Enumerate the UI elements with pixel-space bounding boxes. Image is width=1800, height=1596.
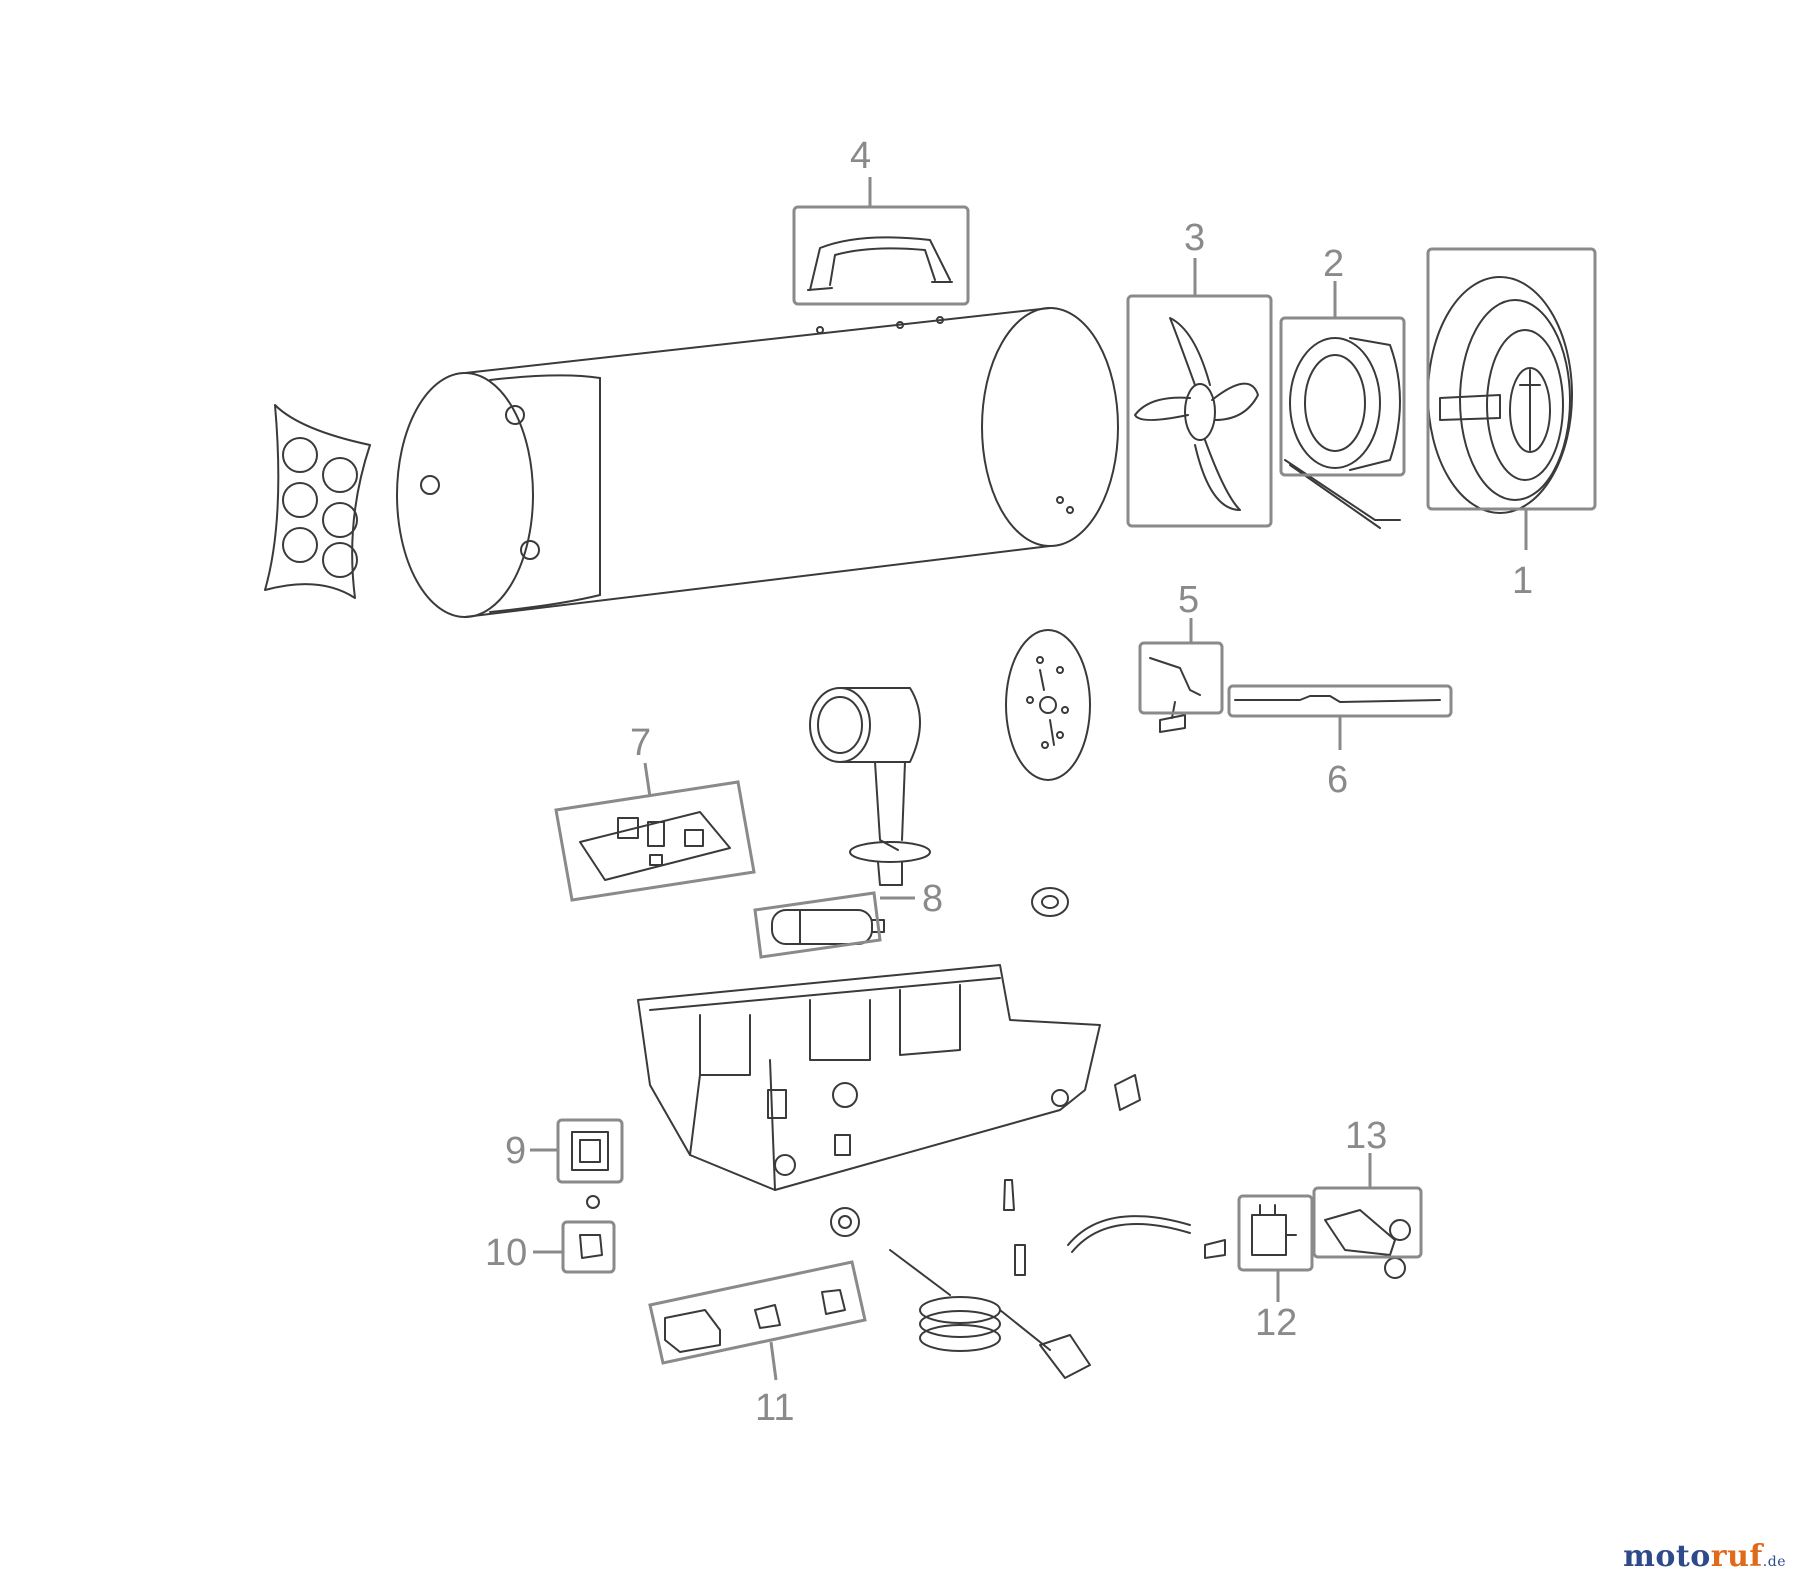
callout-2: 2 [1323, 243, 1344, 285]
logo-text-part-2: ruf [1710, 1539, 1763, 1574]
front-grille-part [264, 404, 371, 599]
part-9-rocker-switch [571, 1131, 609, 1171]
frame-part-12 [1237, 1194, 1314, 1272]
callout-6: 6 [1327, 759, 1348, 801]
callout-labels: 1 2 3 4 5 6 7 8 9 10 11 12 13 [485, 135, 1533, 1429]
motoruf-logo: motoruf.de [1623, 1539, 1786, 1574]
callout-1: 1 [1512, 560, 1533, 602]
part-frames [554, 205, 1597, 1365]
callout-7: 7 [630, 722, 651, 764]
part-5-ignition-electrode [1149, 657, 1201, 733]
leader-lines [530, 177, 1528, 1381]
part-8-capacitor [771, 909, 885, 945]
frame-part-7 [554, 780, 756, 902]
frame-part-2 [1279, 316, 1406, 477]
frame-part-11 [648, 1260, 867, 1365]
callout-11: 11 [755, 1387, 794, 1429]
part-4-handle [807, 236, 953, 291]
part-11-switch-set [664, 1289, 846, 1353]
part-6-thermocouple [1234, 695, 1441, 703]
frame-part-4 [792, 205, 970, 306]
frame-part-8 [753, 891, 882, 959]
callout-3: 3 [1184, 217, 1205, 259]
callout-13: 13 [1345, 1115, 1387, 1157]
part-7-control-board [579, 811, 731, 881]
callout-8: 8 [922, 878, 943, 920]
callout-12: 12 [1255, 1302, 1297, 1344]
part-1-rear-guard [1427, 276, 1573, 514]
callout-4: 4 [850, 135, 871, 177]
part-13-pressure-regulator [1324, 1209, 1411, 1256]
frame-part-3 [1126, 294, 1273, 528]
part-2-fan-motor [1284, 337, 1401, 529]
deflector-plate-part [1005, 629, 1091, 781]
frame-part-13 [1312, 1186, 1423, 1259]
frame-part-10 [561, 1220, 616, 1274]
part-12-gas-valve [1251, 1204, 1297, 1256]
loose-fittings [586, 1074, 1406, 1279]
part-3-fan-blade [1134, 317, 1259, 511]
frame-part-5 [1138, 641, 1224, 715]
housing-cylinder-part [396, 307, 1119, 618]
frame-part-1 [1426, 247, 1597, 511]
power-cord-part [889, 1249, 1091, 1379]
callout-5: 5 [1178, 579, 1199, 621]
callout-10: 10 [485, 1232, 527, 1274]
burner-tube-part [809, 687, 931, 886]
frame-part-9 [556, 1118, 624, 1184]
part-10-knob [579, 1234, 603, 1259]
callout-9: 9 [505, 1130, 526, 1172]
grommet-part [1031, 887, 1069, 917]
base-tray-part [637, 964, 1101, 1191]
logo-text-part-1: moto [1623, 1539, 1711, 1574]
logo-text-part-3: .de [1762, 1554, 1786, 1570]
